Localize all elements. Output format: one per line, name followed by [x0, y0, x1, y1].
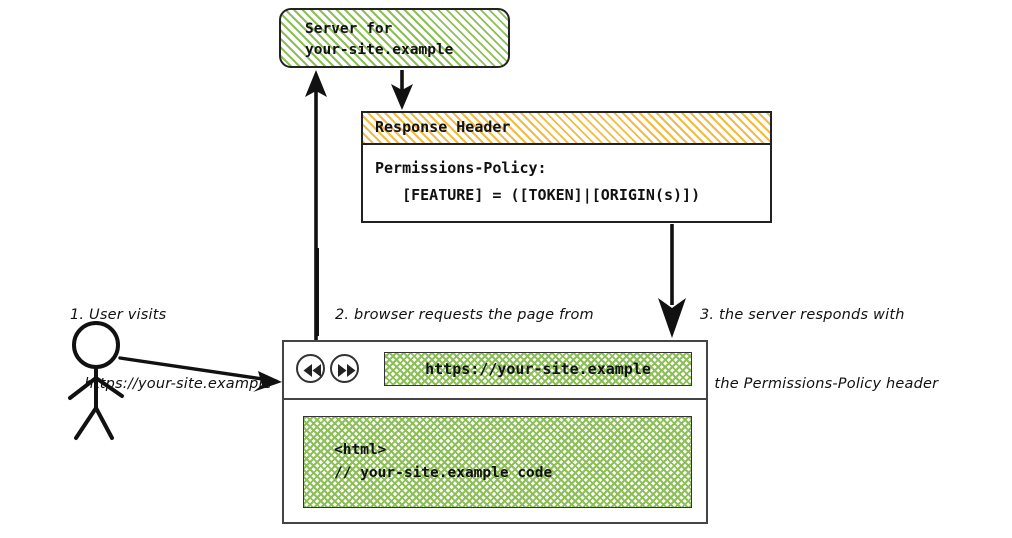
- response-header-line1: Permissions-Policy:: [375, 159, 547, 177]
- browser-toolbar: https://your-site.example: [284, 342, 706, 400]
- annotation-step-3-line1: 3. the server responds with: [700, 307, 905, 323]
- page-content-code-block: <html> // your-site.example code: [303, 416, 692, 508]
- annotation-step-3-line2: the Permissions-Policy header: [700, 376, 939, 392]
- arrow-server-to-response-header: [391, 70, 413, 110]
- arrow-response-header-to-browser: [658, 224, 686, 338]
- rewind-icon[interactable]: [296, 354, 325, 383]
- server-box: Server for your-site.example: [279, 8, 510, 68]
- browser-window: https://your-site.example <html> // your…: [282, 340, 708, 524]
- browser-nav-icons: [296, 354, 359, 383]
- server-label-line1: Server for: [305, 21, 393, 37]
- server-label-line2: your-site.example: [305, 42, 454, 58]
- code-line-2: // your-site.example code: [334, 465, 553, 481]
- code-line-1: <html>: [334, 442, 387, 458]
- annotation-step-1-line2: https://your-site.example: [70, 376, 272, 392]
- response-header-title: Response Header: [375, 118, 511, 136]
- annotation-step-1-line1: 1. User visits: [70, 307, 167, 323]
- annotation-step-2-line1: 2. browser requests the page from: [335, 307, 594, 323]
- annotation-step-1: 1. User visits https://your-site.example: [70, 258, 272, 442]
- annotation-step-3: 3. the server responds with the Permissi…: [700, 258, 938, 442]
- response-header-band: Response Header: [363, 113, 770, 145]
- url-bar[interactable]: https://your-site.example: [384, 352, 692, 386]
- annotation-divider: [316, 248, 319, 336]
- fast-forward-icon[interactable]: [330, 354, 359, 383]
- url-text: https://your-site.example: [425, 360, 651, 378]
- response-header-box: Response Header Permissions-Policy: [FEA…: [361, 111, 772, 223]
- response-header-line2: [FEATURE] = ([TOKEN]|[ORIGIN(s)]): [375, 186, 701, 204]
